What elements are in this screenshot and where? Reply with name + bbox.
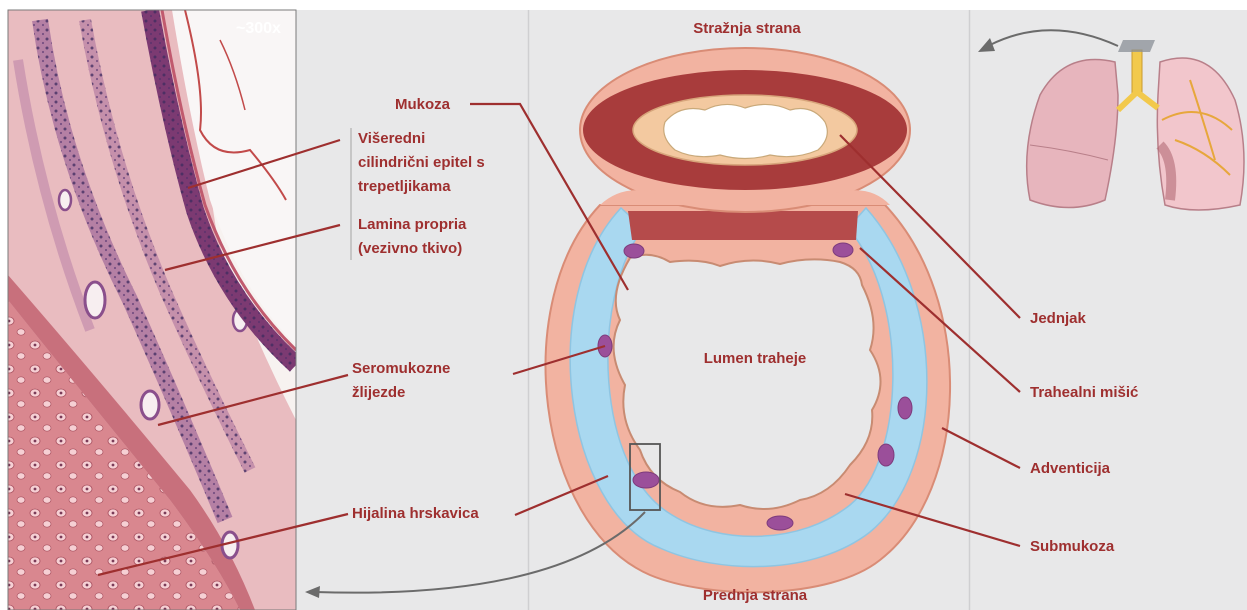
lamina-propria-label-line2: (vezivno tkivo) <box>358 238 462 260</box>
tracheal-lumen <box>614 255 881 509</box>
magnification-label: ~300x <box>236 20 281 38</box>
epithelium-label-line3: trepetljikama <box>358 176 451 198</box>
cartilage-label: Hijalina hrskavica <box>352 503 479 525</box>
submucosa-label: Submukoza <box>1030 536 1114 558</box>
lumen-label: Lumen traheje <box>704 348 807 370</box>
mucosa-label: Mukoza <box>395 94 450 116</box>
anterior-side-label: Prednja strana <box>703 585 807 607</box>
lamina-propria-label-line1: Lamina propria <box>358 214 466 236</box>
epithelium-label-line1: Višeredni <box>358 128 425 150</box>
esophagus-label: Jednjak <box>1030 308 1086 330</box>
glands-label-line2: žlijezde <box>352 382 405 404</box>
posterior-side-label: Stražnja strana <box>693 18 801 40</box>
trachealis-label: Trahealni mišić <box>1030 382 1138 404</box>
histology-micrograph <box>8 10 296 610</box>
adventitia-label: Adventicija <box>1030 458 1110 480</box>
esophagus <box>580 48 910 212</box>
glands-label-line1: Seromukozne <box>352 358 450 380</box>
epithelium-label-line2: cilindrični epitel s <box>358 152 485 174</box>
trachea-cross-section <box>546 205 950 592</box>
